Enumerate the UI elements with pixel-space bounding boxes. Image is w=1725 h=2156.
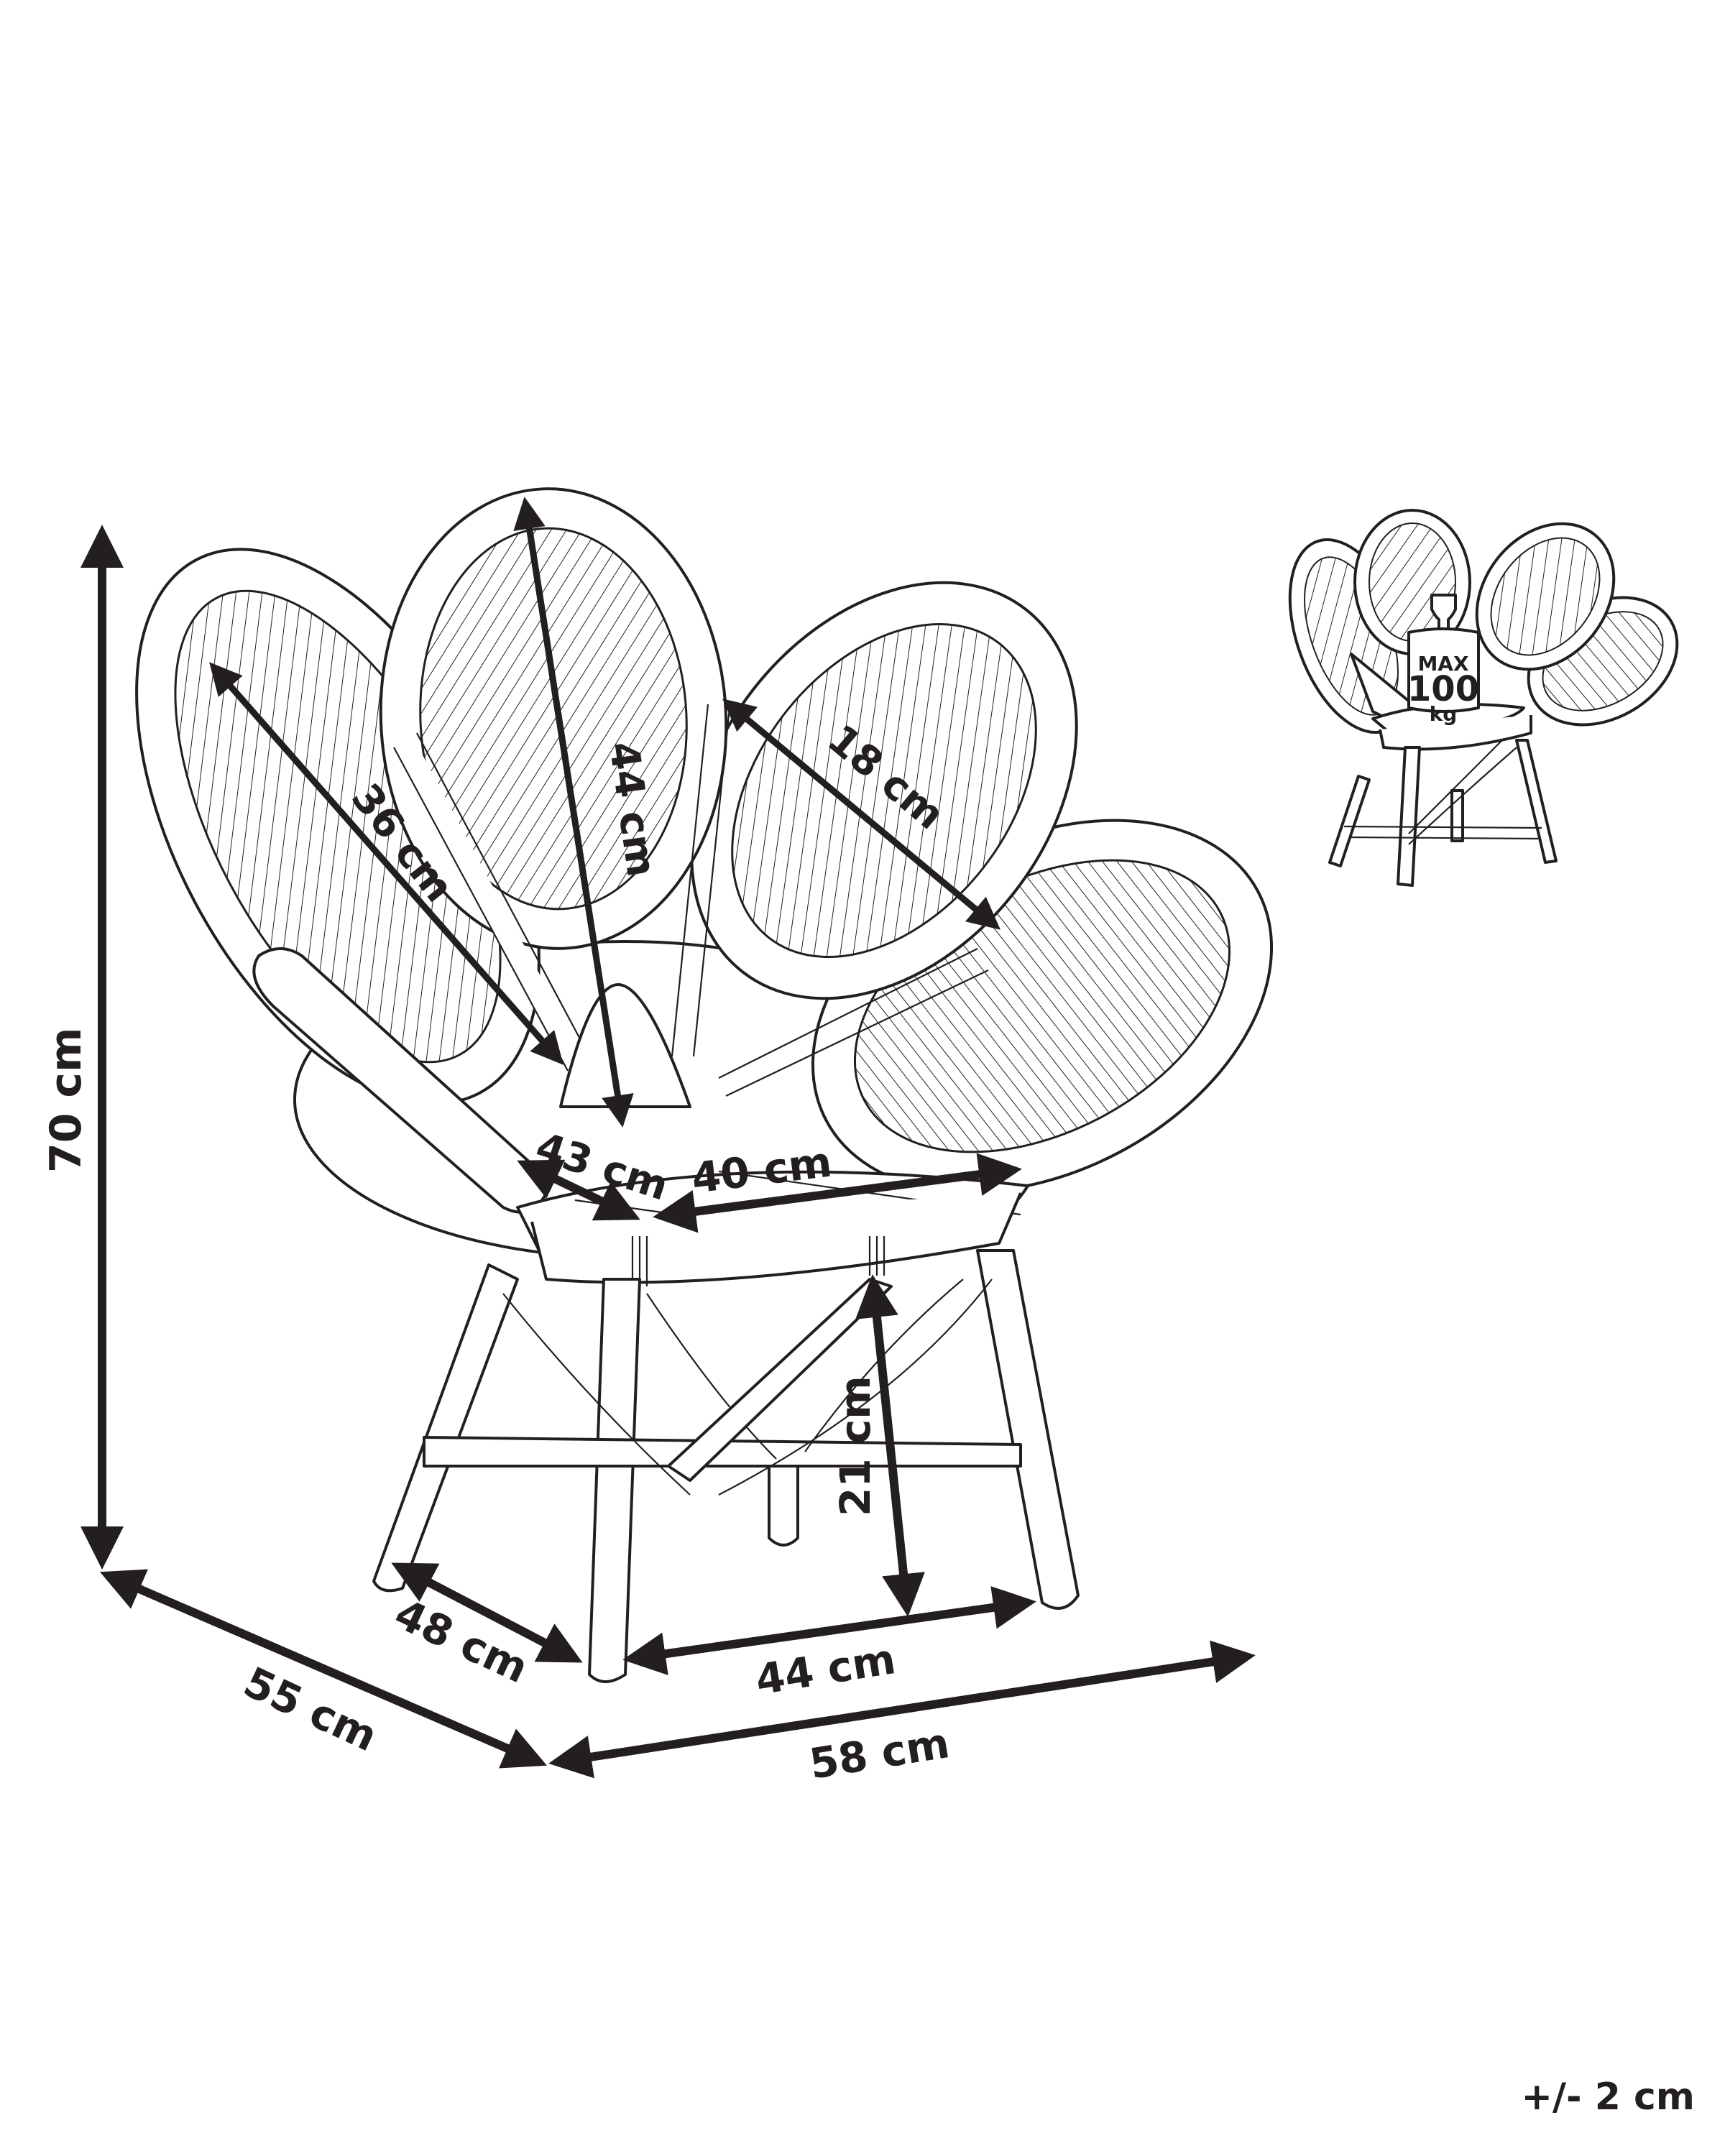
- seat-height-arrow: [855, 1274, 925, 1617]
- weight-max-label: MAX: [1417, 652, 1469, 676]
- left-petal-arrow: [209, 662, 564, 1065]
- right-petal-arrow: [722, 699, 1000, 930]
- weight-value-label: 100: [1407, 669, 1479, 709]
- tolerance-note: +/- 2 cm: [1521, 2076, 1695, 2119]
- leg-depth-arrow: [391, 1562, 583, 1663]
- weight-unit-label: kg: [1430, 702, 1458, 726]
- center-petal-arrow: [513, 497, 634, 1128]
- legs: [372, 1249, 1080, 1683]
- width-label: 58 cm: [806, 1718, 953, 1789]
- dimension-arrows: [80, 497, 1256, 1779]
- leg-width-label: 44 cm: [753, 1634, 899, 1705]
- seat-depth-arrow: [517, 1159, 640, 1221]
- leg-depth-label: 48 cm: [387, 1589, 535, 1692]
- height-label: 70 cm: [41, 1028, 91, 1173]
- leg-width-arrow: [622, 1586, 1036, 1675]
- width-arrow: [548, 1640, 1256, 1779]
- load-capacity-illustration: MAX 100 kg: [1288, 509, 1679, 887]
- seat-width-arrow: [653, 1153, 1022, 1233]
- weight-icon: [1407, 594, 1480, 713]
- depth-label: 55 cm: [236, 1657, 385, 1761]
- seat-height-label: 21 cm: [831, 1376, 880, 1516]
- depth-arrow: [99, 1569, 548, 1769]
- main-chair-drawing: [135, 487, 1274, 1683]
